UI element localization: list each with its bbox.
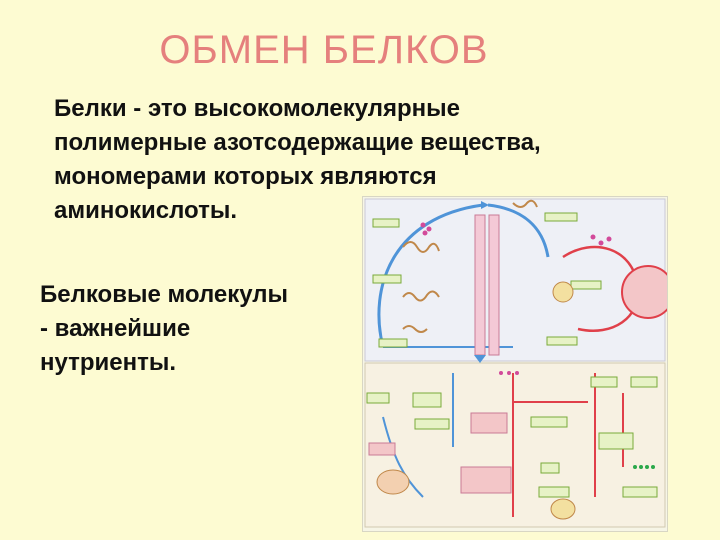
box-lipid [630, 376, 658, 388]
protein-definition-text: Белки - это высокомолекулярные полимерны… [54, 95, 541, 224]
protein-squiggle-4 [402, 325, 428, 333]
label-box-5 [570, 280, 602, 290]
box-food [366, 392, 390, 404]
label-box-1 [372, 218, 400, 228]
protein-squiggle-1 [402, 241, 440, 253]
label-box-3 [378, 338, 408, 348]
cycle-arrow-right [487, 203, 550, 258]
column-arrow-down [474, 355, 486, 363]
cycle-arrow-left [377, 203, 484, 348]
box-use [414, 418, 450, 430]
central-column-right [488, 214, 500, 356]
box-glucose [598, 432, 634, 450]
cell-nucleus [621, 265, 667, 319]
box-pyruvate [460, 466, 512, 494]
label-box-4 [544, 212, 578, 222]
protein-squiggle-3 [512, 199, 538, 208]
box-metabolites [470, 412, 508, 434]
box-degradation [530, 416, 568, 428]
box-protein-stores [412, 392, 442, 408]
box-protein [590, 376, 618, 388]
label-box-2 [372, 274, 402, 284]
nutrients-text: Белковые молекулы - важнейшие нутриенты. [40, 281, 289, 376]
protein-metabolism-figure [362, 196, 668, 532]
box-co2-h2o [622, 486, 658, 498]
stomach-shape [376, 469, 410, 495]
blue-curve-bottom [382, 416, 424, 498]
protein-squiggle-2 [402, 290, 440, 302]
arrow-head [481, 201, 489, 209]
amino-acid-dots-2 [590, 234, 612, 246]
kidney-shape [550, 498, 576, 520]
box-urea [538, 486, 570, 498]
proteasome [552, 281, 574, 303]
amino-acid-dots-1 [420, 222, 432, 236]
central-column-left [474, 214, 486, 356]
panel-protein-cycle [364, 198, 666, 362]
green-dots [633, 465, 655, 469]
box-digestion [368, 442, 396, 456]
box-nh3 [540, 462, 560, 474]
amino-acid-dots-3 [499, 371, 519, 375]
label-box-6 [546, 336, 578, 346]
protein-metabolism-diagram [364, 198, 667, 528]
slide-title: ОБМЕН БЕЛКОВ [159, 28, 489, 72]
